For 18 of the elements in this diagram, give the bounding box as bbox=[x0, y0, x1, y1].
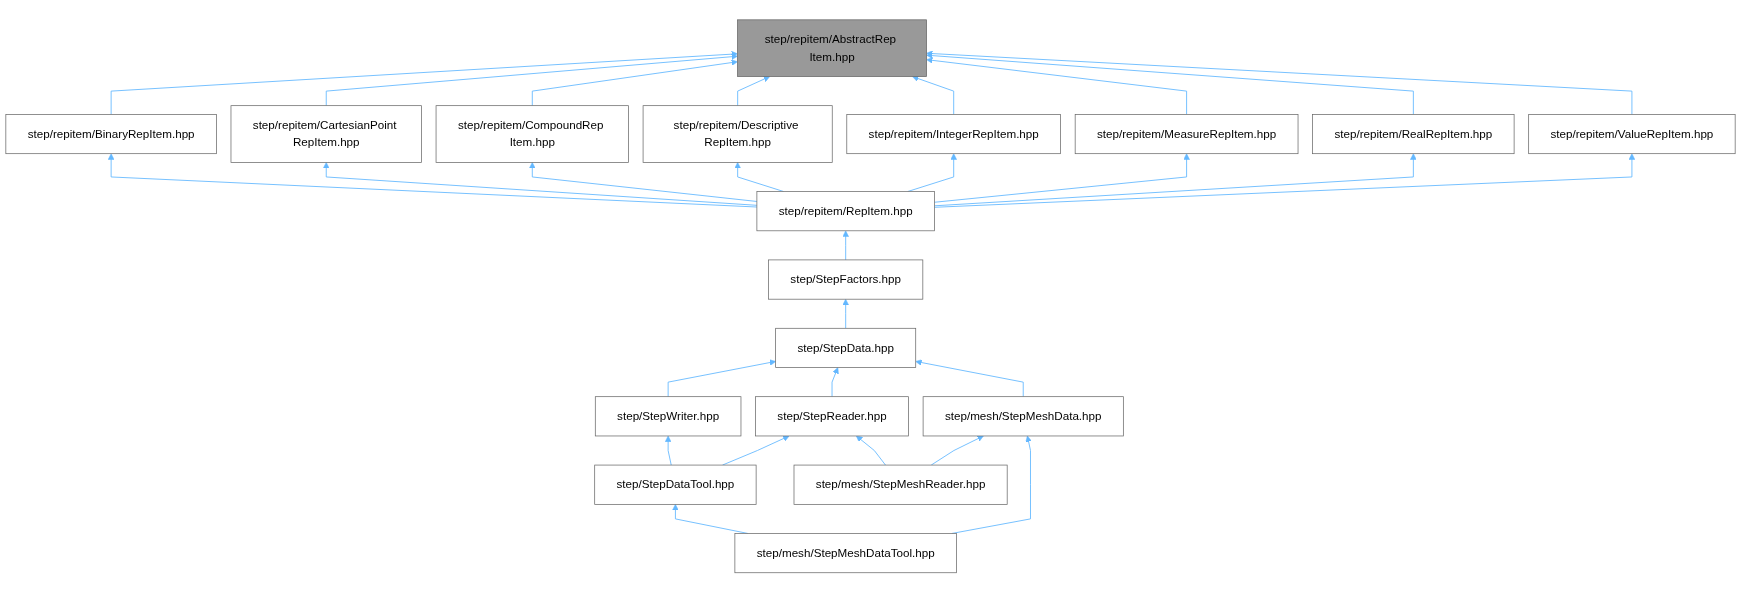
node-box: step/repitem/AbstractRep Item.hpp bbox=[737, 19, 927, 77]
node-box: step/repitem/MeasureRepItem.hpp bbox=[1074, 113, 1299, 154]
node-box: step/repitem/IntegerRepItem.hpp bbox=[846, 113, 1061, 154]
node-box: step/repitem/Descriptive RepItem.hpp bbox=[642, 105, 833, 163]
node-box: step/mesh/StepMeshDataTool.hpp bbox=[734, 532, 957, 573]
node-box: step/StepData.hpp bbox=[775, 327, 917, 368]
node-box: step/repitem/RepItem.hpp bbox=[756, 190, 935, 231]
node-box: step/repitem/RealRepItem.hpp bbox=[1312, 113, 1515, 154]
node-box: step/repitem/CompoundRep Item.hpp bbox=[435, 105, 629, 163]
node-box: step/StepWriter.hpp bbox=[594, 396, 742, 437]
node-box: step/StepFactors.hpp bbox=[768, 259, 924, 300]
node-box: step/StepDataTool.hpp bbox=[594, 464, 757, 505]
node-box: step/repitem/BinaryRepItem.hpp bbox=[5, 113, 217, 154]
node-box: step/repitem/CartesianPoint RepItem.hpp bbox=[230, 105, 422, 163]
node-box: step/mesh/StepMeshReader.hpp bbox=[793, 464, 1008, 505]
node-box: step/repitem/ValueRepItem.hpp bbox=[1528, 113, 1736, 154]
node-box: step/StepReader.hpp bbox=[755, 396, 909, 437]
node-box: step/mesh/StepMeshData.hpp bbox=[922, 396, 1124, 437]
